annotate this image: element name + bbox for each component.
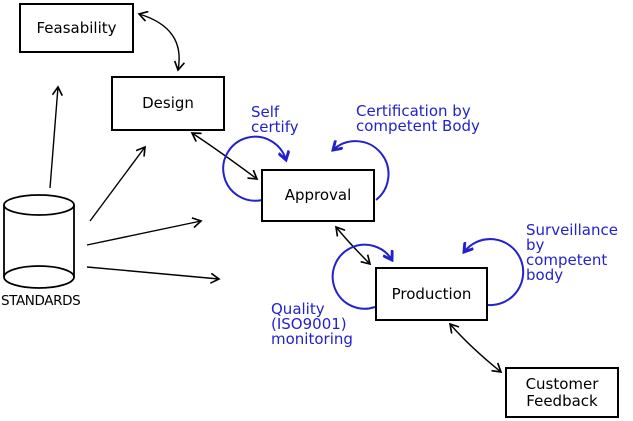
- node-feasability-label: Feasability: [36, 18, 117, 37]
- edge-approval-production: [336, 227, 370, 264]
- loop-certification: [333, 141, 390, 201]
- loop-quality-monitoring: [331, 243, 392, 310]
- edge-feasability-design: [139, 14, 179, 70]
- annotation-certification-by-competent-body: Certification by competent Body: [356, 102, 480, 135]
- edge-standards-feasability: [49, 87, 58, 189]
- node-production: Production: [375, 267, 488, 321]
- node-production-label: Production: [391, 284, 472, 303]
- cylinder-bottom-ellipse: [3, 265, 75, 289]
- node-design-label: Design: [142, 94, 194, 112]
- node-approval: Approval: [261, 169, 375, 222]
- cylinder-top-ellipse: [3, 194, 75, 216]
- loop-self-certify: [222, 135, 286, 202]
- edge-standards-design: [89, 147, 145, 222]
- node-approval-label: Approval: [284, 186, 352, 204]
- annotation-surveillance-by-competent-body: Surveillance by competent body: [526, 221, 618, 284]
- loop-surveillance: [464, 238, 525, 307]
- node-customer-feedback: Customer Feedback: [505, 367, 619, 418]
- node-customer-feedback-label: Customer Feedback: [525, 374, 599, 410]
- node-design: Design: [111, 76, 225, 131]
- edge-standards-production: [86, 266, 219, 279]
- standards-cylinder: [3, 194, 75, 289]
- edge-production-feedback: [450, 324, 501, 372]
- edge-design-approval: [192, 133, 257, 179]
- standards-label: STANDARDS: [1, 293, 81, 309]
- edge-standards-approval: [86, 221, 201, 246]
- annotation-quality-iso9001-monitoring: Quality (ISO9001) monitoring: [271, 300, 353, 348]
- node-feasability: Feasability: [19, 3, 134, 53]
- annotation-self-certify: Self certify: [251, 103, 299, 136]
